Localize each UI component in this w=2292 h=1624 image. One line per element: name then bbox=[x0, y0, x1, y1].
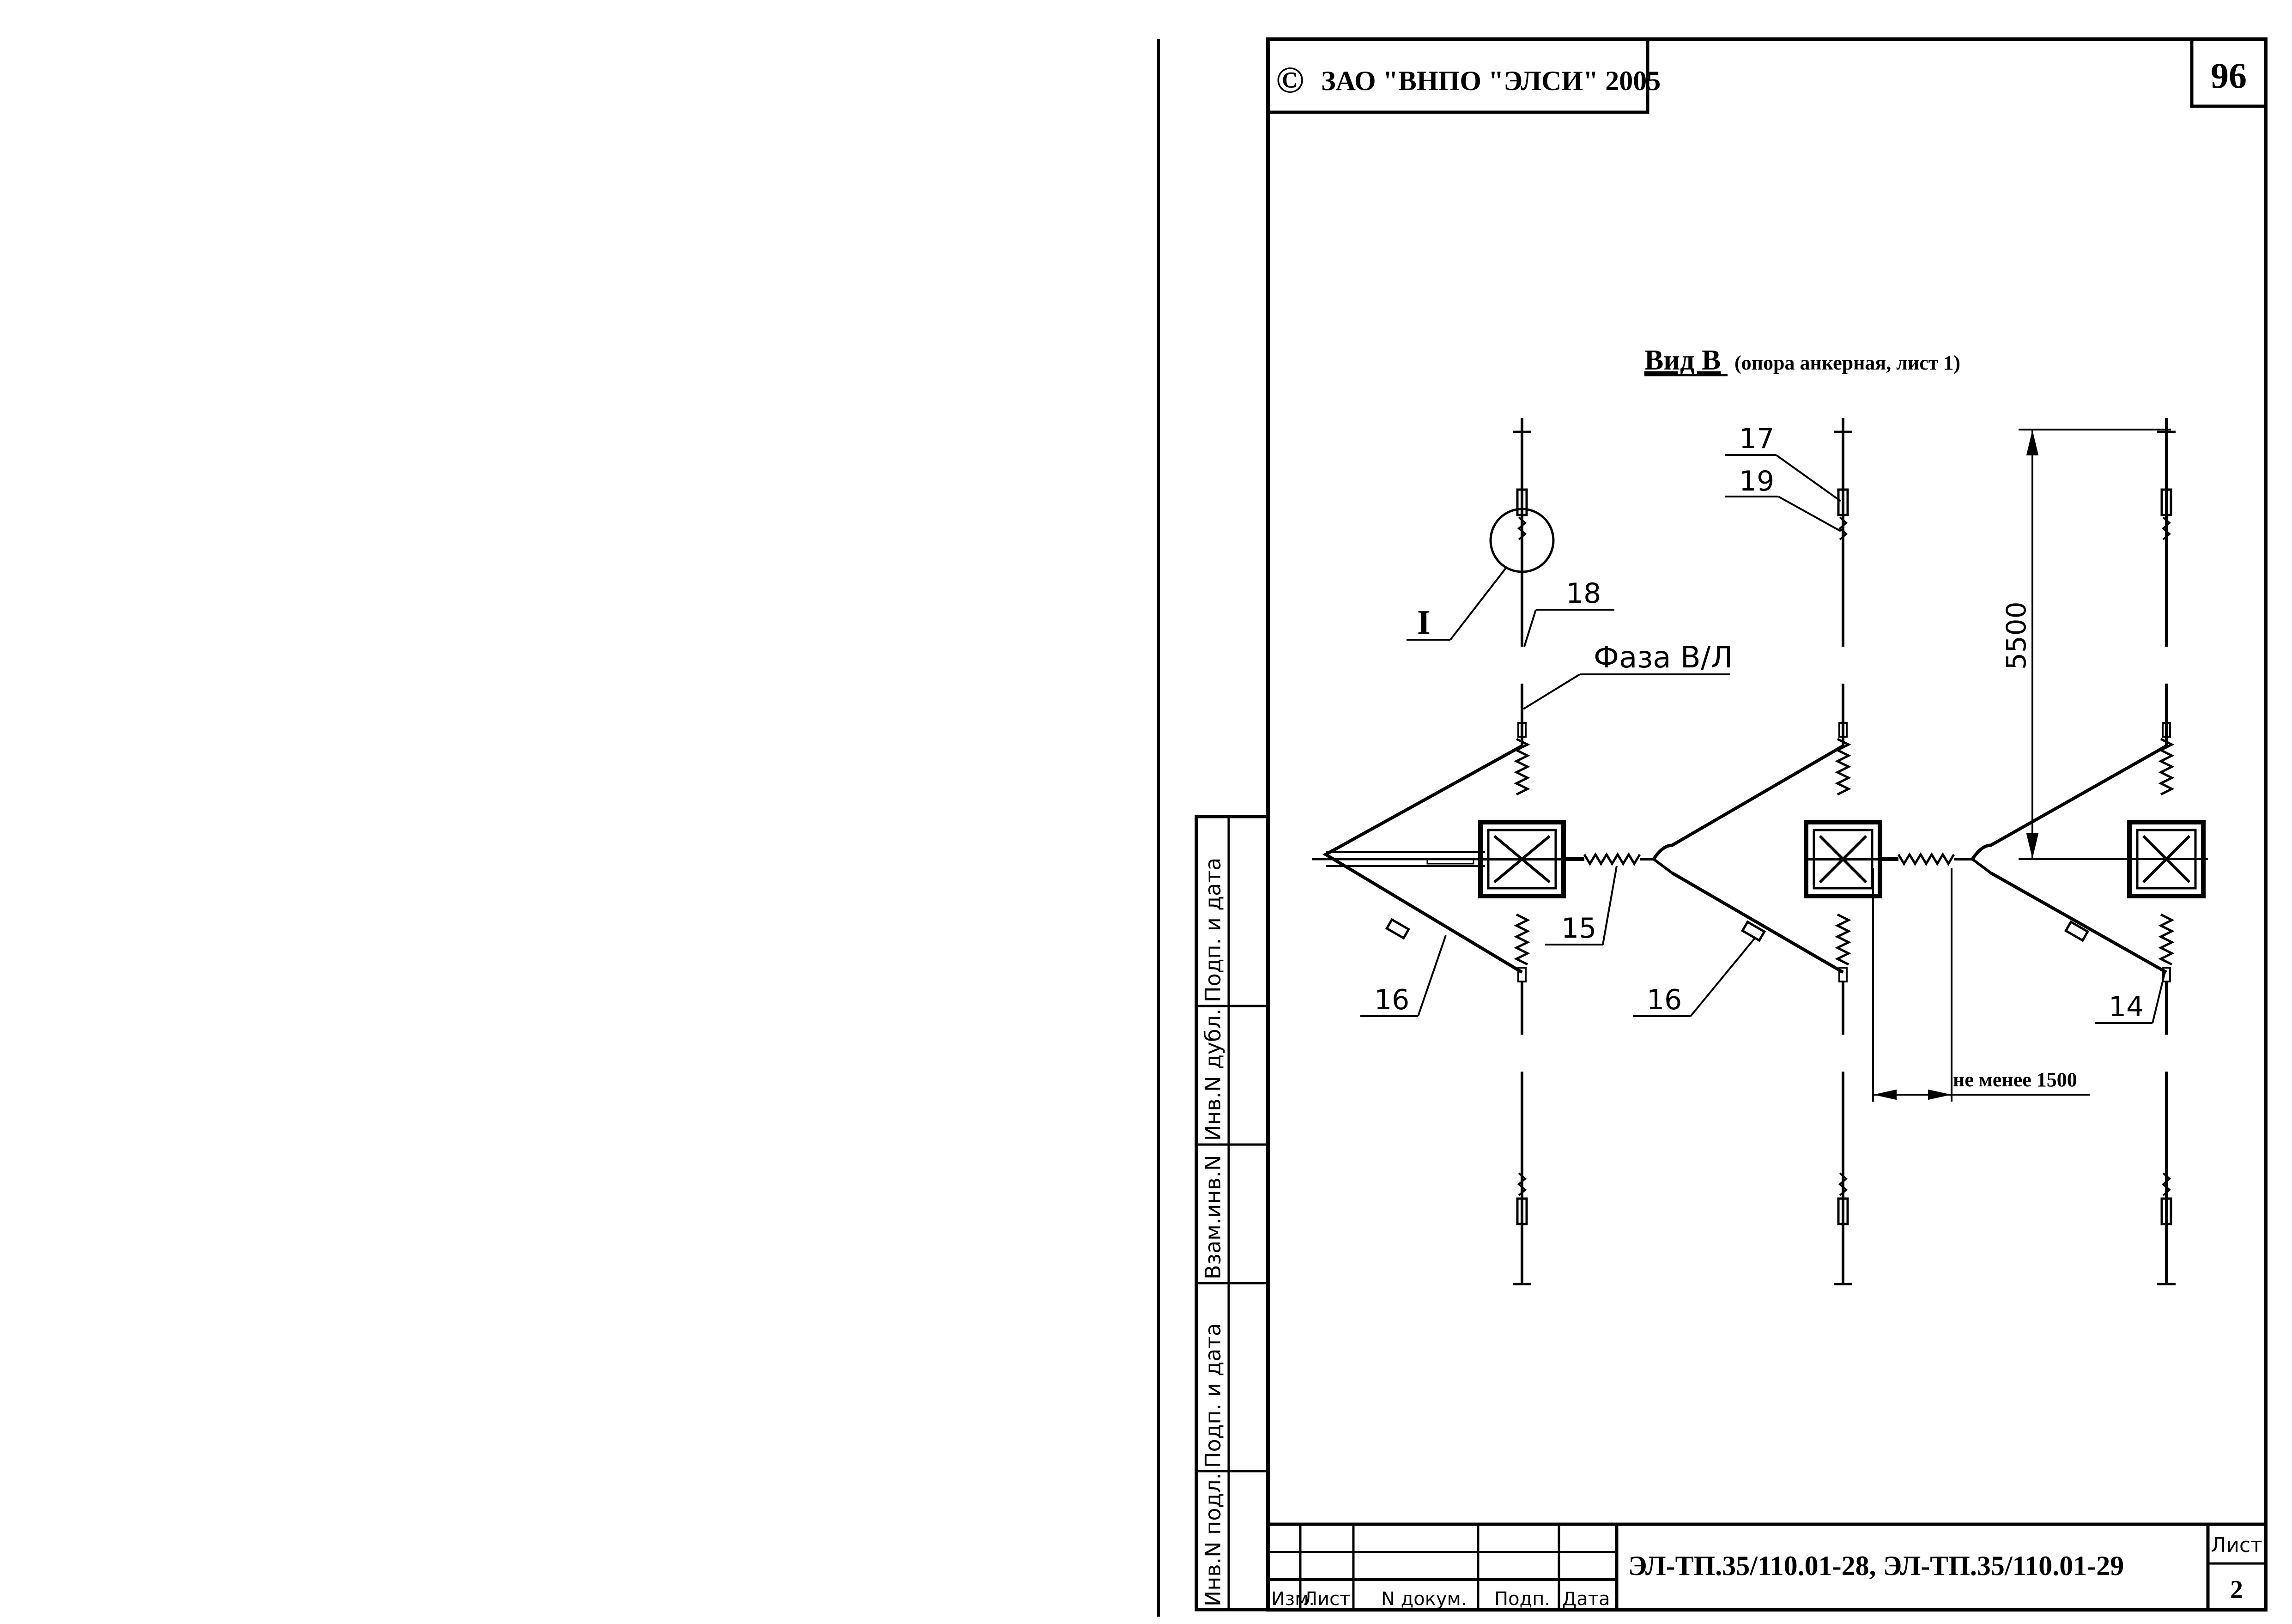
copyright-box bbox=[1266, 37, 1649, 114]
callout-19: 19 bbox=[1739, 465, 1774, 497]
phase-assembly-2 bbox=[1652, 418, 1972, 1285]
sheet-frame bbox=[1266, 37, 2268, 1612]
tb-header-ndokum: N докум. bbox=[1381, 1588, 1467, 1610]
callout-16b-leader bbox=[1690, 937, 1756, 1017]
side-stamp bbox=[1195, 815, 1270, 1612]
detail-label: I bbox=[1417, 604, 1431, 642]
view-title: Вид В bbox=[1644, 345, 1721, 376]
document-code: ЭЛ-ТП.35/110.01-28, ЭЛ-ТП.35/110.01-29 bbox=[1628, 1551, 2124, 1581]
detail-circle bbox=[1489, 508, 1555, 573]
callout-15: 15 bbox=[1561, 912, 1596, 945]
detail-leader bbox=[1449, 567, 1507, 641]
page-number: 96 bbox=[2211, 55, 2247, 96]
stamp-vzam-inv: Взам.инв.N bbox=[1201, 1155, 1225, 1279]
phase-assembly-1 bbox=[1312, 418, 1654, 1285]
phase-leader bbox=[1522, 673, 1581, 710]
phase-label: Фаза В/Л bbox=[1594, 641, 1733, 675]
view-subtitle: (опора анкерная, лист 1) bbox=[1734, 351, 1960, 374]
callout-18-leader bbox=[1523, 609, 1537, 647]
dimension-1500-label: не менее 1500 bbox=[1953, 1068, 2077, 1091]
callout-14: 14 bbox=[2109, 991, 2144, 1023]
tb-sheet-number: 2 bbox=[2230, 1576, 2243, 1604]
callout-14-leader bbox=[2152, 970, 2166, 1024]
callout-16a: 16 bbox=[1374, 984, 1409, 1016]
tb-sheet-label: Лист bbox=[2211, 1533, 2262, 1557]
stamp-podp-data-top: Подп. и дата bbox=[1201, 858, 1225, 1002]
dimension-5500-label: 5500 bbox=[2001, 601, 2032, 670]
tb-header-list: Лист bbox=[1304, 1588, 1350, 1610]
tb-header-data: Дата bbox=[1562, 1588, 1610, 1610]
dimension-1500 bbox=[1872, 868, 2090, 1102]
dimension-5500 bbox=[2019, 429, 2171, 859]
copyright-symbol: © bbox=[1276, 59, 1304, 101]
phase-assembly-3 bbox=[1971, 418, 2208, 1285]
stamp-inv-podl: Инв.N подл. bbox=[1201, 1473, 1225, 1606]
stamp-inv-dubl: Инв.N дубл. bbox=[1201, 1008, 1225, 1141]
stamp-podp-data-bottom: Подп. и дата bbox=[1201, 1323, 1225, 1468]
callout-15-leader bbox=[1602, 866, 1618, 945]
callout-16a-leader bbox=[1417, 935, 1447, 1017]
callout-19-leader bbox=[1778, 496, 1841, 532]
copyright-text: ЗАО "ВНПО "ЭЛСИ" 2005 bbox=[1321, 66, 1661, 96]
tb-header-podp: Подп. bbox=[1494, 1588, 1550, 1610]
tb-header-izm: Изм. bbox=[1271, 1588, 1315, 1610]
callout-17-leader bbox=[1775, 454, 1842, 502]
callout-17: 17 bbox=[1739, 423, 1774, 455]
callout-18: 18 bbox=[1566, 577, 1601, 610]
page-number-box bbox=[2190, 37, 2268, 108]
callout-16b: 16 bbox=[1647, 984, 1682, 1016]
title-block bbox=[1268, 1522, 2266, 1610]
